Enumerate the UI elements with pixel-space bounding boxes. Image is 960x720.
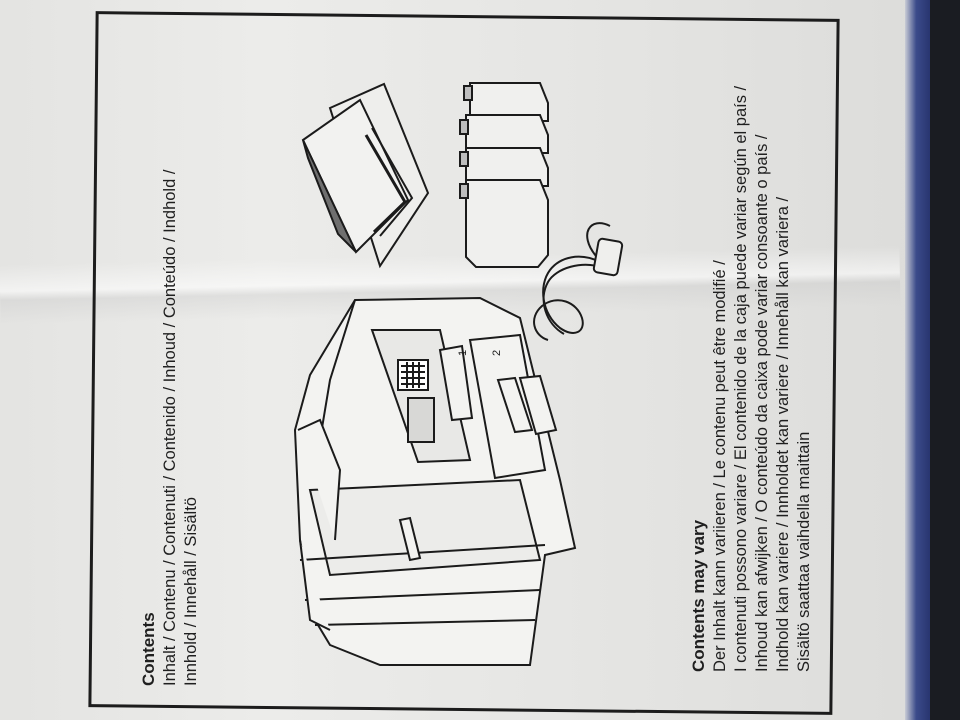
contents-heading: Contents [139, 612, 158, 686]
vary-line-5: Sisältö saattaa vaihdella maittain [795, 431, 813, 672]
printer-icon: 1 2 [293, 296, 577, 666]
power-cord-icon [533, 222, 624, 341]
contents-languages-line-2: Innhold / Innehåll / Sisältö [182, 497, 200, 686]
vary-line-1: Der Inhalt kann variieren / Le contenu p… [711, 260, 729, 672]
background-shadow [930, 0, 960, 720]
contents-vary-text-block: Contents may vary Der Inhalt kann variie… [688, 85, 815, 672]
tray-label-2: 2 [491, 350, 503, 356]
contents-text-block: Contents Inhalt / Contenu / Contenuti / … [138, 166, 202, 686]
contents-languages-line-1: Inhalt / Contenu / Contenuti / Contenido… [161, 169, 179, 686]
contents-vary-heading: Contents may vary [689, 519, 708, 672]
box-edge [905, 0, 933, 720]
document-pack-icon [301, 82, 430, 269]
vary-line-2: I contenuti possono variare / El conteni… [732, 85, 750, 672]
vary-line-4: Indhold kan variere / Innholdet kan vari… [774, 196, 792, 672]
ink-cartridges-icon [459, 82, 549, 268]
vary-line-3: Inhoud kan afwijken / O conteúdo da caix… [753, 134, 771, 672]
tray-label-1: 1 [457, 350, 469, 356]
